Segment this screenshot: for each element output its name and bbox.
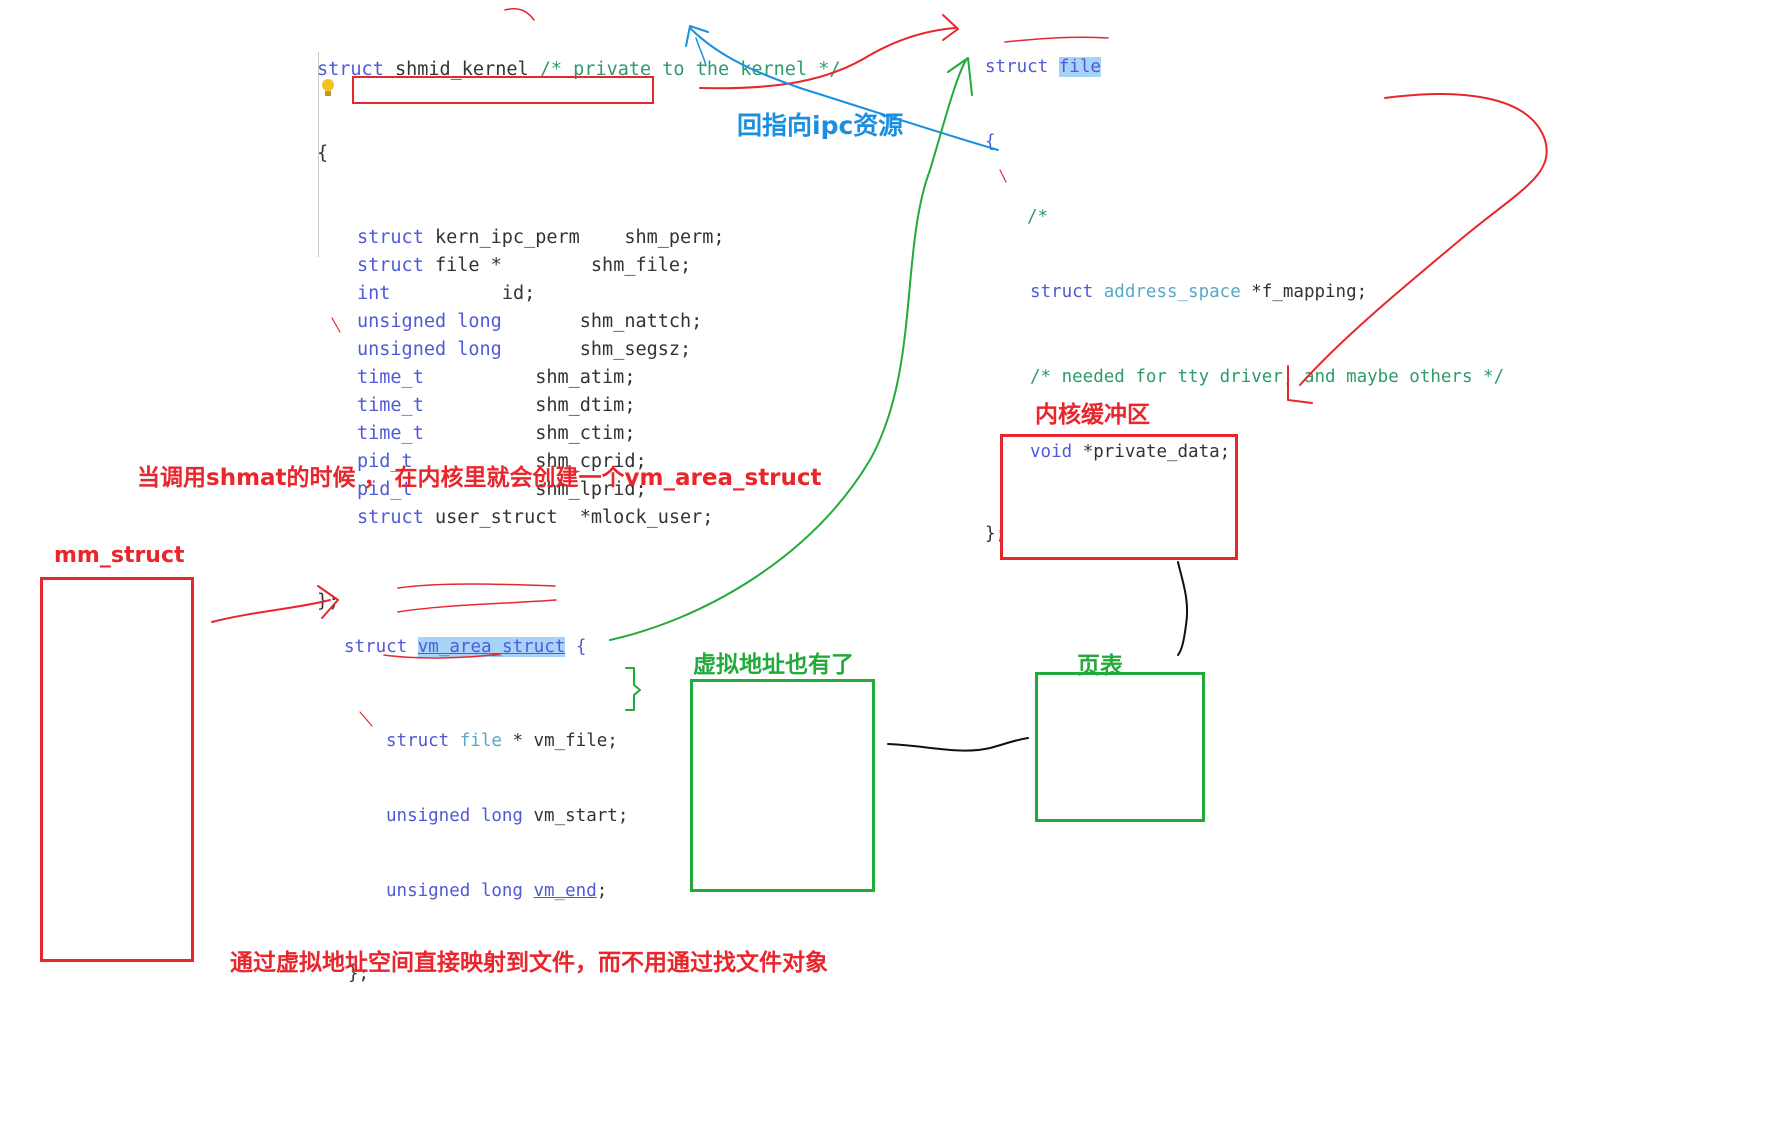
- vm-file-to-file-arrow: [609, 59, 967, 641]
- page-table-box: [1035, 672, 1205, 822]
- field-type: struct kern_ipc_perm: [357, 227, 580, 248]
- shmid-kernel-field: int id;: [317, 280, 841, 308]
- red-scribble: [1004, 36, 1109, 43]
- field-type: time_t: [357, 367, 424, 388]
- field-type: pid_t: [357, 451, 413, 472]
- kernel-buffer-label: 内核缓冲区: [1035, 402, 1150, 428]
- struct-file-comment-open: /*: [1027, 207, 1049, 227]
- field-name: shm_ctim;: [535, 423, 636, 444]
- virtual-address-box: [690, 679, 875, 892]
- struct-file-name: file: [1058, 57, 1101, 77]
- field-name: shm_dtim;: [535, 395, 636, 416]
- shmid-kernel-code: struct shmid_kernel /* private to the ke…: [317, 0, 841, 644]
- struct-file-mapping-line: struct address_space *f_mapping;: [1030, 282, 1368, 302]
- shm-file-highlight-box: [352, 76, 654, 104]
- field-name: shm_cprid;: [535, 451, 647, 472]
- page-table-label: 页表: [1077, 653, 1123, 679]
- lightbulb-icon: [322, 79, 334, 96]
- vm-file-field: struct file * vm_file;: [386, 731, 618, 751]
- shmid-kernel-field: struct kern_ipc_perm shm_perm;: [317, 224, 841, 252]
- struct-file-header: struct file: [985, 57, 1101, 77]
- struct-file-code: struct file { /* struct address_space *f…: [985, 5, 1504, 572]
- virtual-address-label: 虚拟地址也有了: [693, 652, 854, 678]
- struct-file-open: {: [985, 132, 996, 152]
- shmid-kernel-header: struct shmid_kernel /* private to the ke…: [317, 56, 841, 84]
- field-name: shm_lprid;: [535, 479, 647, 500]
- vm-area-struct-header: struct vm_area_struct {: [344, 637, 587, 657]
- shmid-kernel-field: time_t shm_ctim;: [317, 420, 841, 448]
- arrow-head-icon: [317, 585, 339, 619]
- vm-area-struct-name: vm_area_struct: [417, 637, 566, 657]
- field-type: int: [357, 283, 391, 304]
- shmat-note: 当调用shmat的时候 ， 在内核里就会创建一个vm_area_struct: [137, 465, 822, 491]
- field-type: time_t: [357, 423, 424, 444]
- arrow-head-icon: [947, 57, 973, 96]
- field-name: shm_nattch;: [579, 311, 703, 332]
- shmid-kernel-field: unsigned long shm_nattch;: [317, 308, 841, 336]
- indent-guide: [318, 52, 319, 257]
- field-type: time_t: [357, 395, 424, 416]
- vm-end-field: unsigned long vm_end;: [386, 881, 608, 901]
- field-type: unsigned long: [357, 339, 502, 360]
- struct-file-comment: /* needed for tty driver, and maybe othe…: [1030, 367, 1505, 387]
- arrow-head-icon: [942, 14, 959, 41]
- field-name: *mlock_user;: [579, 507, 714, 528]
- back-to-ipc-label: 回指向ipc资源: [737, 111, 904, 140]
- struct-file-private-line: void *private_data;: [1030, 442, 1231, 462]
- arrow-head-icon: [1287, 365, 1313, 404]
- shm-file-to-struct-file-arrow: [699, 27, 956, 90]
- field-name: shm_atim;: [535, 367, 636, 388]
- field-name: shm_file;: [590, 255, 692, 276]
- kernel-buffer-box: [1000, 434, 1238, 560]
- field-type: unsigned long: [357, 311, 502, 332]
- field-name: shm_segsz;: [579, 339, 692, 360]
- shmid-kernel-field: struct file * shm_file;: [317, 252, 841, 280]
- field-type: struct user_struct: [357, 507, 558, 528]
- open-brace: {: [317, 143, 329, 164]
- shmid-kernel-field: pid_t shm_cprid;: [317, 448, 841, 476]
- shmid-kernel-field: pid_t shm_lprid;: [317, 476, 841, 504]
- bottom-note: 通过虚拟地址空间直接映射到文件，而不用通过找文件对象: [230, 950, 828, 976]
- keyword: struct: [317, 59, 384, 80]
- shmid-kernel-field: time_t shm_dtim;: [317, 392, 841, 420]
- shmid-kernel-fields: struct kern_ipc_perm shm_perm;struct fil…: [317, 224, 841, 532]
- shmid-kernel-field: unsigned long shm_segsz;: [317, 336, 841, 364]
- vm-area-struct-close: };: [348, 964, 370, 984]
- vm-range-brace: [625, 667, 641, 711]
- struct-name: shmid_kernel: [383, 59, 540, 80]
- shmid-kernel-field: time_t shm_atim;: [317, 364, 841, 392]
- arrow-head-icon: [685, 25, 709, 47]
- back-to-ipc-arrow: [689, 27, 999, 151]
- vm-area-struct-code: struct vm_area_struct { struct file * vm…: [344, 585, 628, 1012]
- shmid-kernel-field: struct user_struct *mlock_user;: [317, 504, 841, 532]
- vm-start-field: unsigned long vm_start;: [386, 806, 629, 826]
- field-type: pid_t: [357, 479, 413, 500]
- field-name: id;: [501, 283, 536, 304]
- mm-to-vma-arrow: [211, 599, 331, 623]
- f-mapping-to-buffer-arrow: [1299, 93, 1548, 386]
- field-name: shm_perm;: [624, 227, 725, 248]
- mm-struct-box: [40, 577, 194, 962]
- mm-struct-label: mm_struct: [54, 543, 185, 568]
- code-comment: /* private to the kernel */: [539, 59, 841, 80]
- buffer-to-pagetable-line: [1177, 561, 1189, 656]
- vaddr-to-pagetable-line: [887, 737, 1029, 752]
- field-type: struct file *: [357, 255, 502, 276]
